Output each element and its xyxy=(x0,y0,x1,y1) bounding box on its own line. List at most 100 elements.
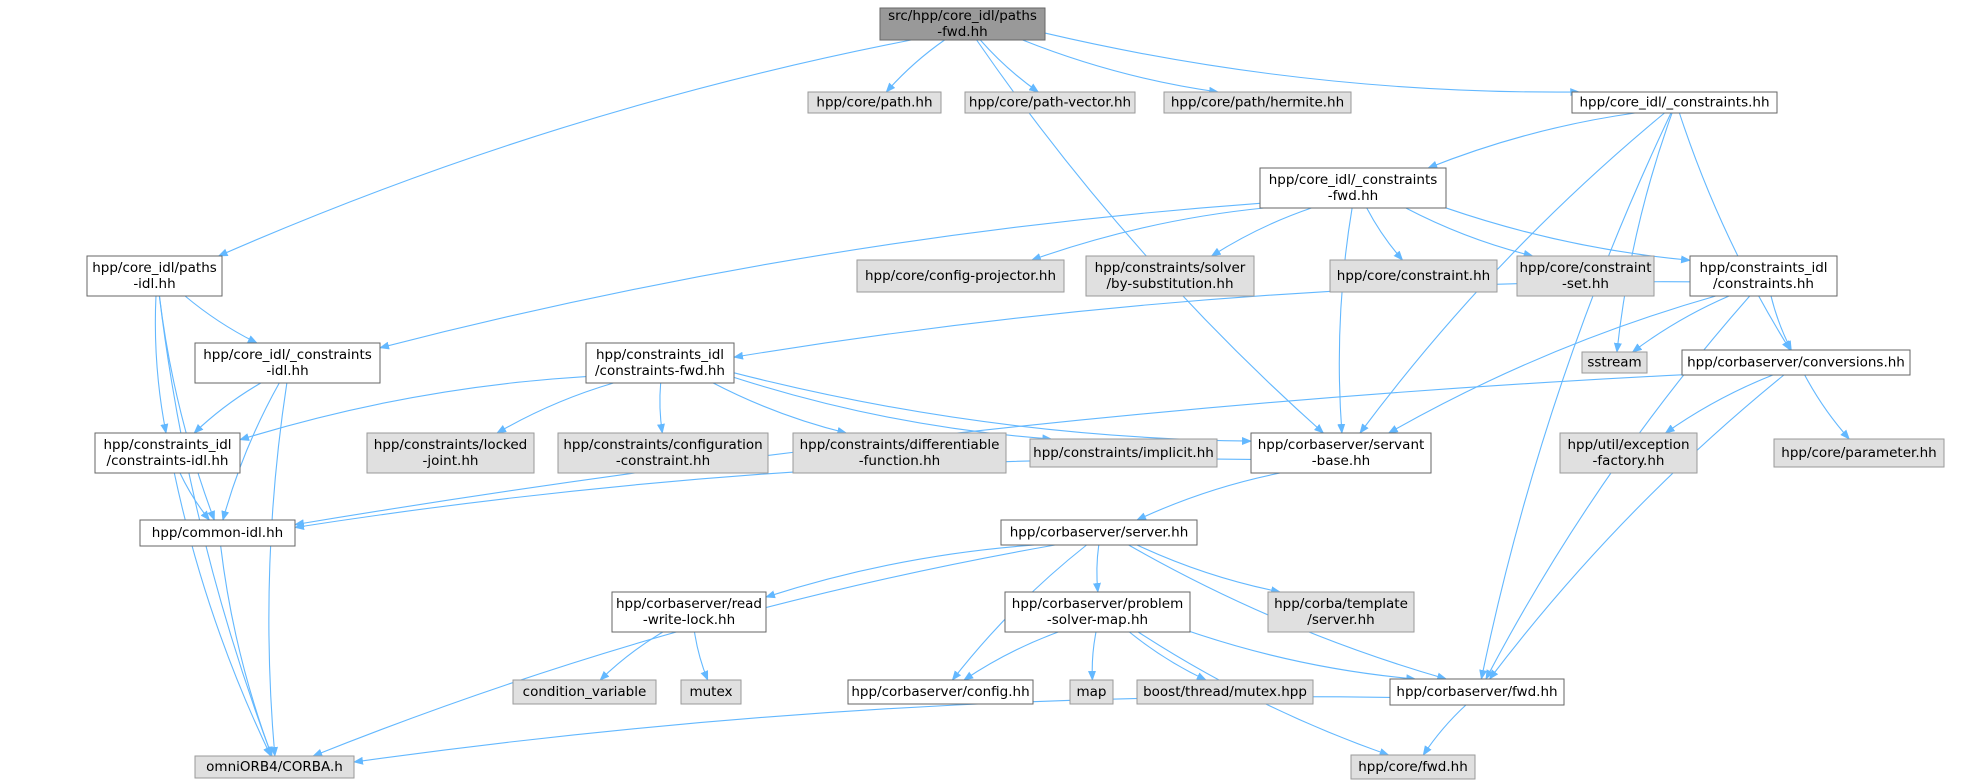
edge-constraints_idl_constraints-to-corbaserver_fwd xyxy=(1485,295,1751,680)
node-box xyxy=(1000,519,1198,546)
edge-root-to-core_idl_constraints xyxy=(1044,32,1581,97)
node-corbaserver_fwd[interactable]: hpp/corbaserver/fwd.hh xyxy=(1389,678,1565,706)
node-box xyxy=(139,519,296,547)
node-label-line: hpp/corbaserver/conversions.hh xyxy=(1687,355,1905,371)
node-condition_variable: condition_variable xyxy=(512,679,657,705)
node-box xyxy=(879,7,1046,41)
node-label-line: hpp/core/parameter.hh xyxy=(1781,445,1936,461)
node-constraints_idl_idl[interactable]: hpp/constraints_idl/constraints-idl.hh xyxy=(94,432,241,474)
node-conversions[interactable]: hpp/corbaserver/conversions.hh xyxy=(1681,349,1911,376)
node-label-line: -set.hh xyxy=(1562,276,1609,292)
node-label-line: -function.hh xyxy=(859,453,940,469)
node-label-line: hpp/corbaserver/server.hh xyxy=(1010,525,1189,541)
node-constraints_idl_fwd[interactable]: hpp/constraints_idl/constraints-fwd.hh xyxy=(585,342,735,384)
node-label-line: hpp/core/path/hermite.hh xyxy=(1171,95,1344,111)
edge-core_idl_paths_idl-to-constraints_idl_idl xyxy=(154,295,169,434)
node-label-line: hpp/core/fwd.hh xyxy=(1358,759,1468,775)
edge-read_write_lock-to-mutex xyxy=(693,631,709,681)
edge-common_idl-to-omniorb xyxy=(220,545,273,757)
edge-root-to-core_path xyxy=(885,39,945,93)
dependency-edges xyxy=(154,32,1850,765)
node-core_idl_constraints[interactable]: hpp/core_idl/_constraints.hh xyxy=(1571,91,1778,114)
node-core_path_hermite: hpp/core/path/hermite.hh xyxy=(1163,91,1352,114)
edge-core_idl_constraints-to-core_idl_constraints_fwd xyxy=(1427,112,1636,169)
node-box xyxy=(512,679,657,705)
edge-read_write_lock-to-condition_variable xyxy=(599,631,664,681)
edge-core_idl_constraints_fwd-to-core_idl_constraints_idl xyxy=(379,202,1261,350)
node-server[interactable]: hpp/corbaserver/server.hh xyxy=(1000,519,1198,546)
edge-core_idl_constraints_fwd-to-constraints_idl_constraints xyxy=(1445,207,1691,264)
node-label-line: /by-substitution.hh xyxy=(1106,276,1233,292)
node-label-line: -idl.hh xyxy=(133,276,175,292)
node-label-line: hpp/corbaserver/read xyxy=(616,596,762,612)
node-core_parameter: hpp/core/parameter.hh xyxy=(1773,438,1945,468)
node-label-line: /constraints-fwd.hh xyxy=(595,363,725,379)
node-box xyxy=(366,432,535,474)
edge-constraints_idl_fwd-to-config_constraint xyxy=(657,382,665,434)
node-label-line: -joint.hh xyxy=(423,453,479,469)
node-label-line: /server.hh xyxy=(1307,612,1374,628)
node-config_projector: hpp/core/config-projector.hh xyxy=(856,259,1065,293)
node-label-line: hpp/constraints/implicit.hh xyxy=(1033,445,1214,461)
edge-server-to-problem_solver_map xyxy=(1092,544,1101,593)
edge-core_idl_constraints_idl-to-constraints_idl_idl xyxy=(193,382,262,434)
node-box xyxy=(1581,351,1648,374)
node-read_write_lock[interactable]: hpp/corbaserver/read-write-lock.hh xyxy=(611,591,767,633)
node-omniorb: omniORB4/CORBA.h xyxy=(194,755,355,779)
node-label-line: hpp/constraints/configuration xyxy=(563,437,762,453)
edge-core_idl_constraints-to-servant_base xyxy=(1359,112,1665,434)
node-box xyxy=(86,255,223,297)
node-constraints_idl_constraints[interactable]: hpp/constraints_idl/constraints.hh xyxy=(1689,255,1838,297)
node-common_idl[interactable]: hpp/common-idl.hh xyxy=(139,519,296,547)
node-box xyxy=(1085,255,1255,297)
node-box xyxy=(1267,591,1415,633)
edge-conversions-to-common_idl xyxy=(294,374,1683,528)
node-box xyxy=(194,342,381,384)
node-implicit: hpp/constraints/implicit.hh xyxy=(1029,438,1218,468)
node-core_idl_paths_idl[interactable]: hpp/core_idl/paths-idl.hh xyxy=(86,255,223,297)
edge-problem_solver_map-to-corbaserver_config xyxy=(963,631,1059,681)
node-core_idl_constraints_fwd[interactable]: hpp/core_idl/_constraints-fwd.hh xyxy=(1259,167,1447,209)
edge-core_idl_constraints_idl-to-common_idl xyxy=(221,382,280,521)
node-box xyxy=(1004,591,1191,633)
node-label-line: hpp/core/path.hh xyxy=(816,95,932,111)
node-label-line: src/hpp/core_idl/paths xyxy=(888,8,1037,24)
edge-constraints_idl_fwd-to-servant_base xyxy=(733,372,1252,445)
node-solver_bysub: hpp/constraints/solver/by-substitution.h… xyxy=(1085,255,1255,297)
node-label-line: condition_variable xyxy=(523,684,647,700)
node-core_fwd: hpp/core/fwd.hh xyxy=(1350,754,1476,780)
node-box xyxy=(585,342,735,384)
node-problem_solver_map[interactable]: hpp/corbaserver/problem-solver-map.hh xyxy=(1004,591,1191,633)
node-label-line: hpp/corbaserver/fwd.hh xyxy=(1396,684,1557,700)
node-label-line: omniORB4/CORBA.h xyxy=(206,759,343,775)
edge-constraints_idl_constraints-to-sstream xyxy=(1631,295,1730,353)
edge-constraints_idl_constraints-to-conversions xyxy=(1770,295,1792,351)
edge-core_idl_constraints_fwd-to-config_projector xyxy=(1030,207,1264,261)
node-label-line: hpp/core_idl/_constraints.hh xyxy=(1579,95,1769,111)
edge-server-to-corba_template_server xyxy=(1136,544,1282,595)
edge-problem_solver_map-to-map xyxy=(1088,631,1097,681)
node-box xyxy=(94,432,241,474)
node-sstream: sstream xyxy=(1581,351,1648,374)
node-servant_base[interactable]: hpp/corbaserver/servant-base.hh xyxy=(1250,432,1432,474)
edge-constraints_idl_idl-to-common_idl xyxy=(179,472,211,521)
node-box xyxy=(964,91,1136,114)
node-label-line: hpp/core/path-vector.hh xyxy=(969,95,1131,111)
node-label-line: -factory.hh xyxy=(1593,453,1665,469)
node-label-line: -write-lock.hh xyxy=(643,612,735,628)
edge-constraints_idl_fwd-to-locked_joint xyxy=(496,382,614,434)
node-root[interactable]: src/hpp/core_idl/paths-fwd.hh xyxy=(879,7,1046,41)
edge-root-to-core_path_hermite xyxy=(1022,39,1220,95)
node-corbaserver_config[interactable]: hpp/corbaserver/config.hh xyxy=(847,679,1034,705)
node-label-line: mutex xyxy=(689,684,732,700)
node-label-line: hpp/util/exception xyxy=(1567,437,1689,453)
edge-core_idl_constraints_fwd-to-core_constraint_set xyxy=(1405,207,1534,258)
node-label-line: -base.hh xyxy=(1312,453,1370,469)
node-label-line: sstream xyxy=(1587,355,1641,371)
node-core_idl_constraints_idl[interactable]: hpp/core_idl/_constraints-idl.hh xyxy=(194,342,381,384)
edge-core_idl_constraints_fwd-to-servant_base xyxy=(1337,207,1353,434)
node-corba_template_server: hpp/corba/template/server.hh xyxy=(1267,591,1415,633)
edge-problem_solver_map-to-boost_mutex xyxy=(1129,631,1207,681)
edge-conversions-to-corbaserver_fwd xyxy=(1488,374,1785,680)
